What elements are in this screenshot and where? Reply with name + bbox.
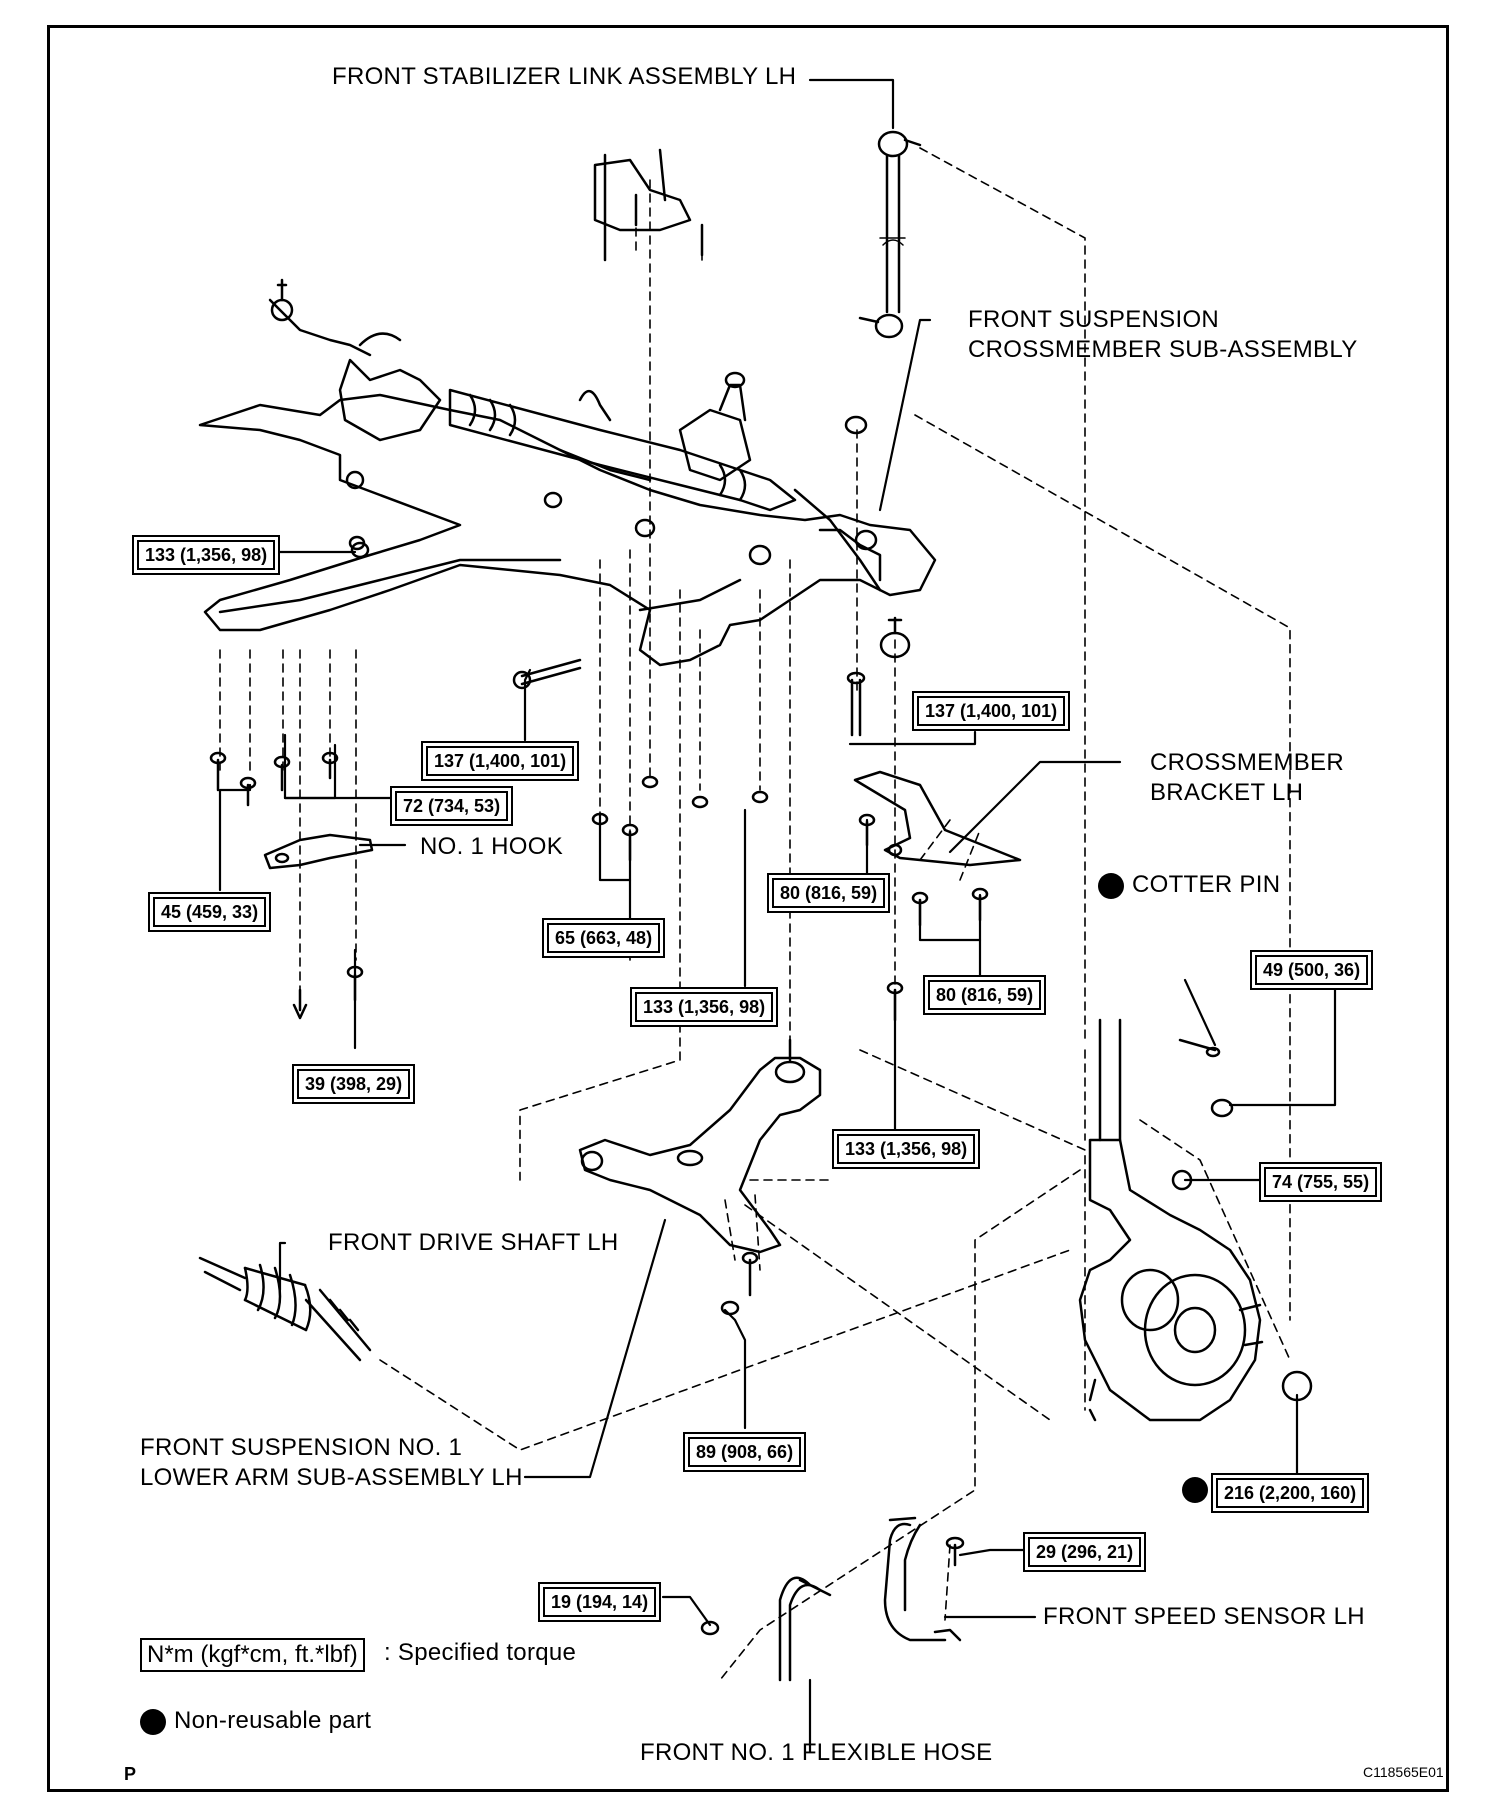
torque-45: 45 (459, 33) (153, 897, 267, 927)
lower-arm-drawing (578, 1038, 822, 1254)
torque-65: 65 (663, 48) (547, 923, 661, 953)
torque-133-crossmember: 133 (1,356, 98) (137, 540, 276, 570)
crossmember-bracket-drawing (853, 770, 1022, 867)
torque-80-left: 80 (816, 59) (772, 878, 886, 908)
torque-29: 29 (296, 21) (1028, 1537, 1142, 1567)
torque-137-right: 137 (1,400, 101) (917, 696, 1066, 726)
label-speed-sensor: FRONT SPEED SENSOR LH (1043, 1603, 1365, 1630)
steering-rack-drawing (448, 371, 911, 659)
label-crossmember-line1: FRONT SUSPENSION (968, 306, 1220, 333)
torque-39: 39 (398, 29) (297, 1069, 411, 1099)
crossmember-drawing (198, 278, 937, 667)
torque-89: 89 (908, 66) (688, 1437, 802, 1467)
torque-80-right: 80 (816, 59) (928, 980, 1042, 1010)
steering-knuckle-top-drawing (593, 148, 704, 262)
label-bracket-line1: CROSSMEMBER (1150, 749, 1344, 776)
label-cotter-pin: COTTER PIN (1132, 871, 1281, 898)
torque-49: 49 (500, 36) (1255, 955, 1369, 985)
torque-137-left: 137 (1,400, 101) (426, 746, 575, 776)
torque-133-lower: 133 (1,356, 98) (837, 1134, 976, 1164)
stabilizer-link-drawing (858, 130, 922, 339)
legend-torque-description: : Specified torque (384, 1639, 577, 1666)
diagram-frame (47, 25, 1449, 1792)
label-crossmember-line2: CROSSMEMBER SUB-ASSEMBLY (968, 336, 1358, 363)
torque-216: 216 (2,200, 160) (1216, 1478, 1365, 1508)
nonreusable-marker-cotter-pin (1098, 873, 1124, 899)
legend-nonreusable-description: Non-reusable part (174, 1707, 372, 1734)
torque-72: 72 (734, 53) (395, 791, 509, 821)
drive-shaft-drawing (198, 1256, 372, 1362)
label-lower-arm-line1: FRONT SUSPENSION NO. 1 (140, 1434, 463, 1461)
nonreusable-marker-hub-nut (1182, 1477, 1208, 1503)
p-mark: P (124, 1764, 137, 1784)
label-stabilizer-link: FRONT STABILIZER LINK ASSEMBLY LH (332, 63, 797, 90)
label-no1-hook: NO. 1 HOOK (420, 833, 564, 860)
label-lower-arm-line2: LOWER ARM SUB-ASSEMBLY LH (140, 1464, 523, 1491)
speed-sensor-hose-drawing (778, 1516, 962, 1682)
legend-nonreusable-marker (140, 1709, 166, 1735)
fasteners-drawing (209, 415, 1313, 1636)
torque-133-center: 133 (1,356, 98) (635, 992, 774, 1022)
torque-19: 19 (194, 14) (543, 1587, 657, 1617)
legend-torque-units: N*m (kgf*cm, ft.*lbf) (140, 1638, 365, 1672)
no1-hook-drawing (263, 833, 374, 870)
label-bracket-line2: BRACKET LH (1150, 779, 1304, 806)
figure-code: C118565E01 (1363, 1764, 1444, 1780)
label-flexible-hose: FRONT NO. 1 FLEXIBLE HOSE (640, 1739, 993, 1766)
torque-74: 74 (755, 55) (1264, 1167, 1378, 1197)
label-drive-shaft: FRONT DRIVE SHAFT LH (328, 1229, 619, 1256)
steering-knuckle-hub-drawing (1078, 1018, 1264, 1422)
